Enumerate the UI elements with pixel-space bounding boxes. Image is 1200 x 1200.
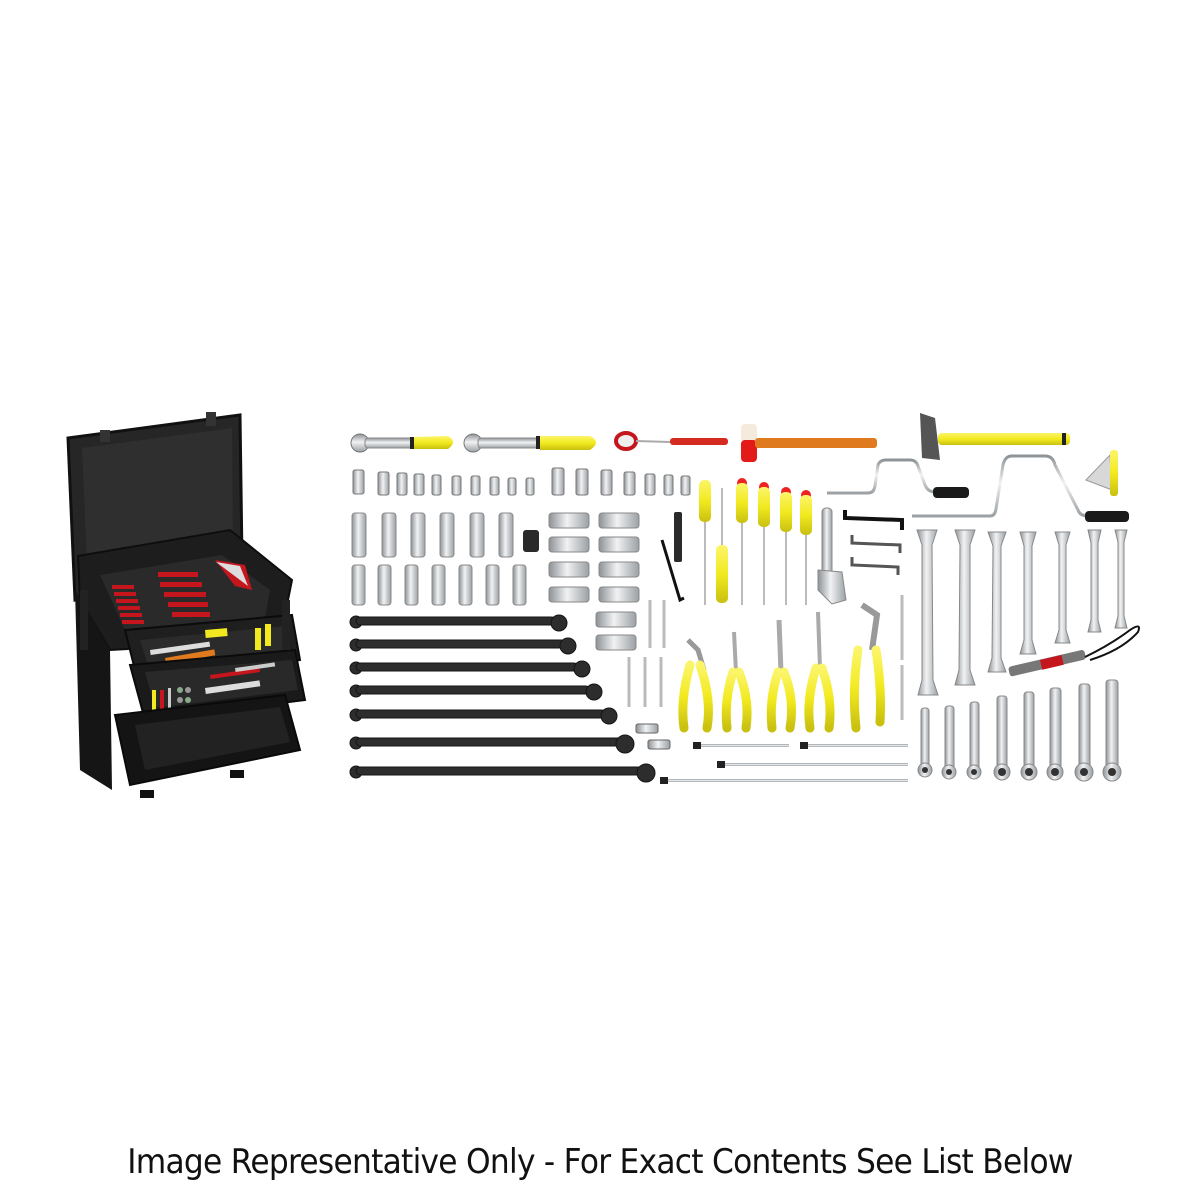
universal-joints bbox=[635, 723, 671, 750]
hammer bbox=[920, 413, 1070, 460]
deep-sockets bbox=[351, 512, 640, 651]
ratchet-heads bbox=[922, 767, 1116, 776]
hex-keys bbox=[843, 510, 904, 575]
inspection-mirror bbox=[614, 431, 728, 451]
long-box-wrenches bbox=[349, 614, 656, 783]
tool-case bbox=[66, 412, 307, 798]
adjustable-wrench bbox=[817, 507, 847, 605]
image-caption: Image Representative Only - For Exact Co… bbox=[127, 1142, 1073, 1182]
ratchets bbox=[350, 433, 596, 453]
pin-punches bbox=[627, 595, 904, 720]
extensions bbox=[660, 742, 908, 784]
speed-brace-handle bbox=[1085, 511, 1129, 522]
impact-socket bbox=[523, 530, 539, 552]
mallet bbox=[741, 424, 877, 462]
feeler-gauge bbox=[1085, 450, 1118, 496]
open-end-wrenches bbox=[916, 529, 1128, 696]
ratcheting-combination-wrenches bbox=[917, 679, 1122, 782]
screwdrivers bbox=[699, 478, 812, 605]
pliers bbox=[678, 602, 885, 733]
speed-brace-handle bbox=[933, 487, 969, 498]
flashlight bbox=[1008, 625, 1140, 677]
universal-joint-sockets bbox=[352, 467, 691, 496]
safety-wire-pliers bbox=[660, 512, 685, 603]
speed-braces bbox=[827, 454, 1089, 518]
